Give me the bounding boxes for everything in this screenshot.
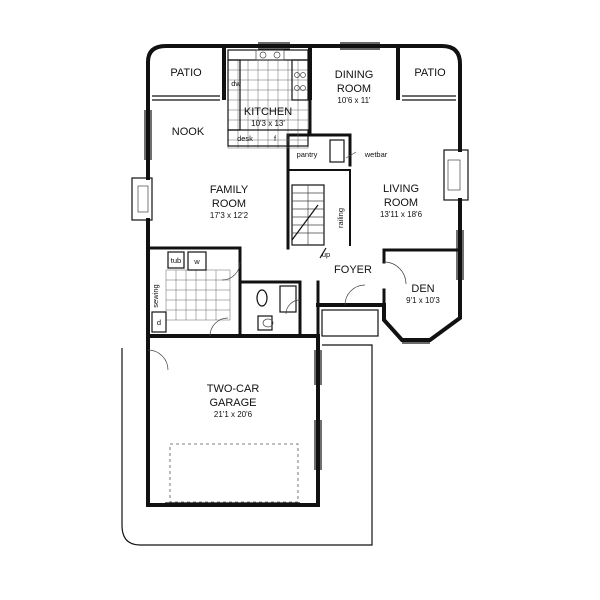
laundry-tile-floor xyxy=(165,269,231,321)
den-dims: 9'1 x 10'3 xyxy=(406,296,440,305)
patio-right-label: PATIO xyxy=(414,67,446,79)
fireplace-living xyxy=(443,149,469,201)
den-label: DEN xyxy=(411,283,434,295)
bath-fixtures xyxy=(256,285,297,331)
family-room-label-1: FAMILY xyxy=(210,184,249,196)
garage-label-1: TWO-CAR xyxy=(207,383,260,395)
dining-room-label-2: ROOM xyxy=(337,83,371,95)
pantry-label: pantry xyxy=(297,150,318,159)
railing-label: railing xyxy=(336,208,345,228)
garage-details xyxy=(121,344,373,546)
living-room-dims: 13'11 x 18'6 xyxy=(380,210,423,219)
nook-label: NOOK xyxy=(172,126,205,138)
laundry-tub-label: tub xyxy=(171,256,181,265)
living-room-label-2: ROOM xyxy=(384,197,418,209)
patio-doors xyxy=(152,95,456,101)
living-room-label-1: LIVING xyxy=(383,183,419,195)
fridge-label: f xyxy=(274,134,277,143)
windows xyxy=(144,42,464,470)
entry-stoop xyxy=(321,309,379,337)
interior-walls xyxy=(146,44,462,338)
exterior-walls xyxy=(146,44,462,507)
wetbar xyxy=(329,139,357,163)
dining-room-dims: 10'6 x 11' xyxy=(337,96,371,105)
door-swings xyxy=(147,261,407,371)
wetbar-label: wetbar xyxy=(364,150,388,159)
stair-up-label: up xyxy=(322,250,330,259)
foyer-label: FOYER xyxy=(334,264,372,276)
family-room-label-2: ROOM xyxy=(212,198,246,210)
fireplace-family xyxy=(131,177,153,221)
family-room-dims: 17'3 x 12'2 xyxy=(210,211,249,220)
staircase xyxy=(291,184,327,259)
kitchen-counters xyxy=(227,49,309,147)
garage-label-2: GARAGE xyxy=(209,397,256,409)
patio-left-label: PATIO xyxy=(170,67,202,79)
laundry-fixtures xyxy=(151,251,207,333)
dishwasher-label: dw xyxy=(231,79,241,88)
desk-label: desk xyxy=(237,134,253,143)
kitchen-dims: 10'3 x 13' xyxy=(251,119,285,128)
garage-dims: 21'1 x 20'6 xyxy=(214,410,253,419)
dryer-label: d xyxy=(157,318,161,327)
washer-label: w xyxy=(193,257,200,266)
sewing-label: sewing xyxy=(151,284,160,307)
dining-room-label-1: DINING xyxy=(335,69,374,81)
kitchen-label: KITCHEN xyxy=(244,106,292,118)
